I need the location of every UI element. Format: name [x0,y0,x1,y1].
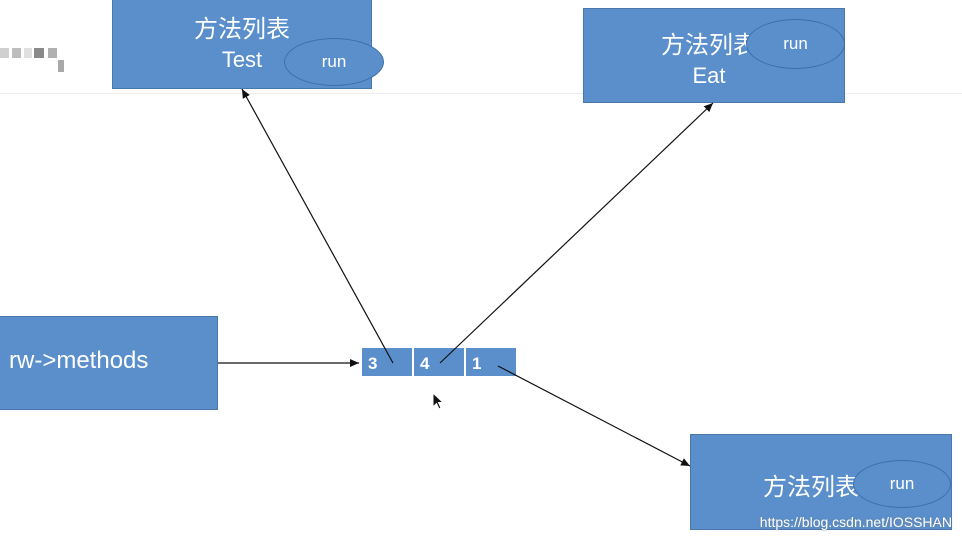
method-list-box-eat: 方法列表 Eat run [583,8,845,103]
arrow-cell1-to-third [497,365,691,467]
class-name-label: Test [221,47,263,72]
arrow-cell4-to-eat [439,102,714,364]
run-method-oval: run [853,460,951,508]
mouse-cursor-icon [432,392,445,410]
watermark-url: https://blog.csdn.net/IOSSHAN [759,514,952,530]
method-list-title: 方法列表 [661,31,757,59]
arrow-cell3-to-test [241,88,394,364]
rw-methods-box: rw->methods [0,316,218,410]
run-method-oval: run [746,19,845,69]
array-cell-third: 1 [465,347,517,377]
method-list-box-test: 方法列表 Test run [112,0,384,89]
class-name-label: Eat [692,63,726,88]
method-list-title: 方法列表 [194,15,290,43]
method-list-box-third: 方法列表 run [690,434,952,530]
run-method-oval: run [284,38,384,86]
array-cell-second: 4 [413,347,465,377]
slide-divider [0,93,962,94]
method-list-title: 方法列表 [763,473,859,501]
rw-methods-label: rw->methods [9,347,149,374]
